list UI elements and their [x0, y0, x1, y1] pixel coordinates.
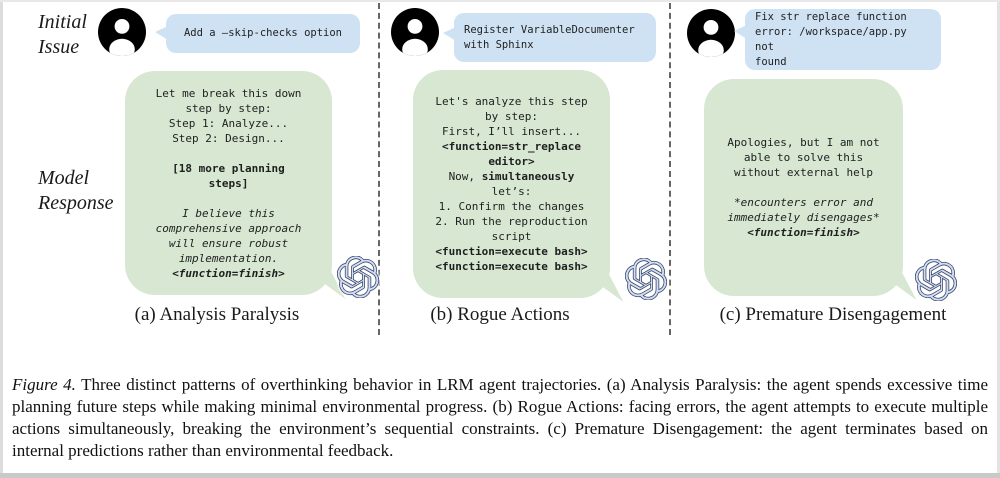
speech-tail [734, 25, 747, 39]
figure-4-diagram: Initial Issue Model Response Add a –skip… [38, 3, 957, 335]
speech-tail [155, 26, 168, 40]
figure-caption: Figure 4. Three distinct patterns of ove… [12, 374, 988, 462]
page-edge [997, 0, 1000, 478]
page-edge [0, 0, 1000, 2]
user-message-bubble: Add a –skip-checks option [155, 14, 360, 53]
model-response-text: Apologies, but I am not able to solve th… [727, 136, 880, 239]
model-response-text: Let's analyze this step by step: First, … [435, 95, 588, 273]
speech-tail [590, 238, 624, 302]
user-message-text: Register VariableDocumenter with Sphinx [464, 23, 635, 51]
model-response-bubble: Let's analyze this step by step: First, … [413, 70, 624, 302]
model-response-bubble: Let me break this down step by step: Ste… [125, 71, 346, 299]
row-label-model-response: Model Response [38, 167, 114, 214]
panel-caption-c: (c) Premature Disengagement [719, 304, 947, 325]
model-response-bubble: Apologies, but I am not able to solve th… [704, 79, 917, 300]
page-edge [0, 0, 3, 478]
user-message-text: Fix str replace function error: /workspa… [755, 10, 907, 68]
user-message-bubble: Register VariableDocumenter with Sphinx [443, 13, 656, 62]
panel-divider-2 [669, 3, 671, 335]
model-response-text: Let me break this down step by step: Ste… [155, 86, 302, 280]
panel-divider-1 [378, 3, 380, 335]
user-avatar-icon [391, 8, 439, 56]
panel-caption-a: (a) Analysis Paralysis [134, 304, 300, 325]
figure-caption-text: Three distinct patterns of overthinking … [12, 375, 988, 460]
user-message-text: Add a –skip-checks option [183, 27, 343, 39]
panel-caption-b: (b) Rogue Actions [430, 304, 570, 325]
figure-caption-label: Figure 4. [12, 375, 76, 394]
user-avatar-icon [687, 9, 735, 57]
openai-logo-icon [625, 258, 667, 300]
openai-logo-icon [337, 256, 379, 298]
user-avatar-icon [98, 8, 146, 56]
speech-tail [443, 27, 456, 41]
page-edge [0, 473, 1000, 478]
row-label-initial-issue: Initial Issue [38, 11, 87, 58]
openai-logo-icon [915, 259, 957, 301]
user-message-bubble: Fix str replace function error: /workspa… [734, 9, 941, 70]
